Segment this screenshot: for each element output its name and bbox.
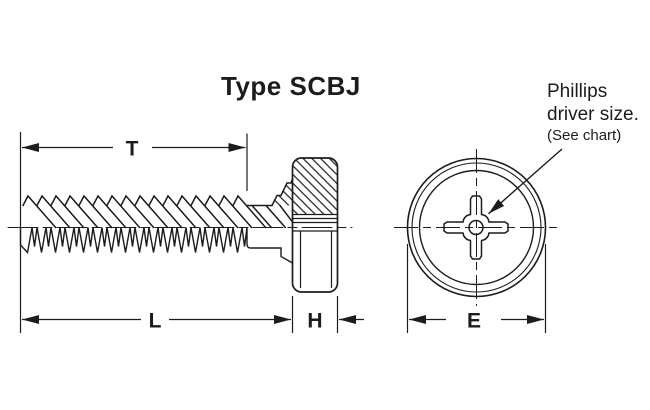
callout-line-3: (See chart) — [547, 127, 622, 144]
thread-exterior-lower — [19, 226, 294, 264]
dim-label-t: T — [126, 138, 139, 161]
screw-head-side — [291, 157, 339, 293]
thread-section-upper — [22, 194, 267, 229]
dim-label-e: E — [467, 310, 481, 333]
neck-wedge-outline — [271, 177, 294, 207]
end-view — [394, 149, 559, 306]
callout-line-1: Phillips — [547, 81, 608, 102]
head-section-hatch — [292, 158, 338, 215]
dim-label-l: L — [149, 310, 162, 333]
dimensions — [19, 132, 547, 333]
extension-lines — [19, 132, 547, 333]
side-view — [7, 157, 353, 293]
phillips-callout: Phillips driver size. (See chart) — [547, 80, 639, 145]
dim-label-h: H — [307, 310, 322, 333]
drawing-title: Type SCBJ — [221, 71, 361, 101]
neck-wedge-hatch — [272, 178, 293, 206]
head-recess-lines — [291, 213, 339, 232]
head-inner-edges — [299, 230, 333, 289]
callout-line-2: driver size. — [547, 104, 639, 125]
shank-section — [246, 204, 294, 229]
leader-arrow — [488, 148, 563, 215]
